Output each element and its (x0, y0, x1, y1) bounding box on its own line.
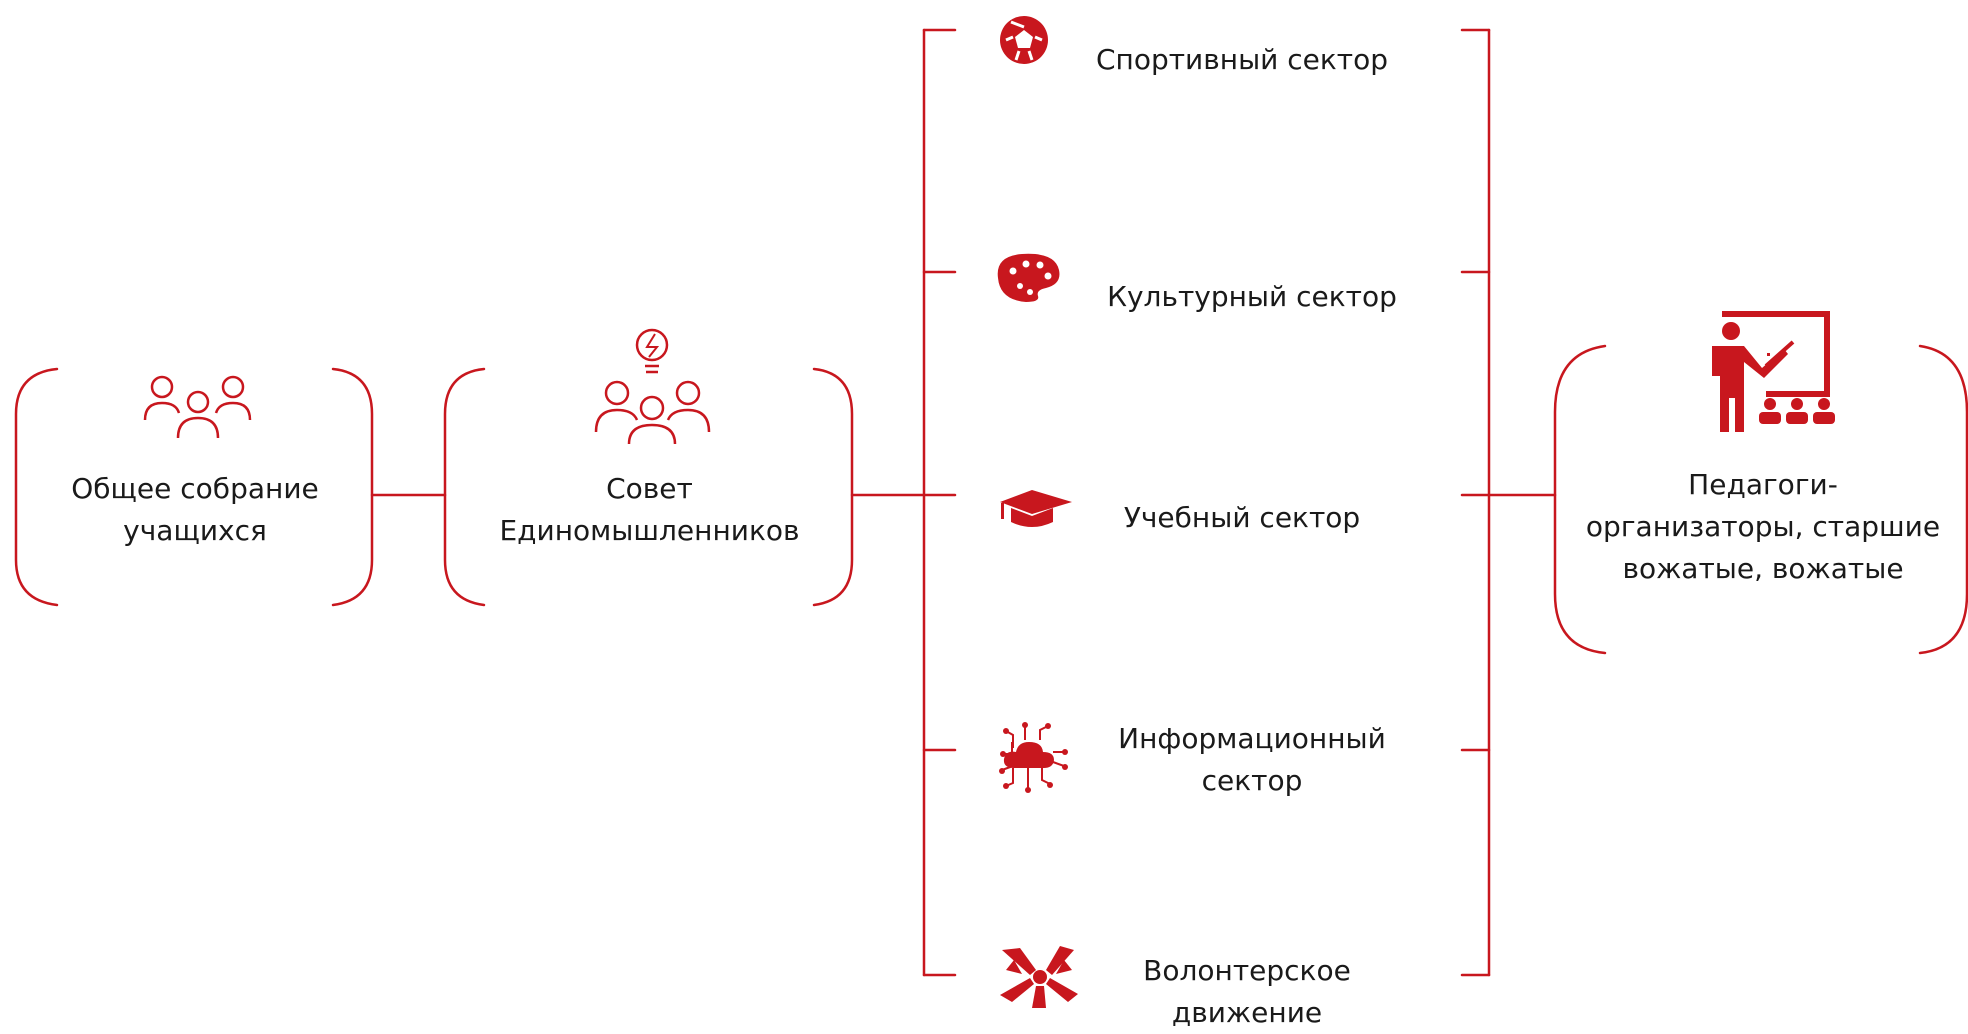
sector-label-sports: Спортивный сектор (1095, 43, 1389, 76)
assembly-label: Общее собрание учащихся (71, 472, 319, 547)
cloud-network-icon (999, 722, 1068, 793)
palette-icon (997, 253, 1060, 302)
teachers-left-bracket (1553, 344, 1607, 655)
graduation-cap-icon (1000, 490, 1072, 527)
lightbulb-people-icon (594, 328, 711, 445)
teacher-board-icon (1712, 311, 1835, 432)
teachers-right-bracket (1918, 344, 1968, 655)
sector-label-volunteer: Волонтерское движение (1143, 954, 1351, 1029)
council-left-bracket (443, 367, 486, 607)
people-group-icon (143, 375, 252, 439)
assembly-right-bracket (331, 367, 374, 607)
sector-label-info: Информационный сектор (1118, 722, 1386, 797)
teachers-label: Педагоги- организаторы, старшие вожатые,… (1585, 468, 1941, 585)
soccer-ball-icon (1000, 16, 1048, 64)
council-label: Совет Единомышленников (499, 472, 800, 547)
sector-label-study: Учебный сектор (1123, 501, 1361, 534)
joined-hands-icon (1000, 946, 1078, 1008)
assembly-left-bracket (14, 367, 59, 607)
sector-label-culture: Культурный сектор (1107, 280, 1397, 313)
council-right-bracket (812, 367, 854, 607)
